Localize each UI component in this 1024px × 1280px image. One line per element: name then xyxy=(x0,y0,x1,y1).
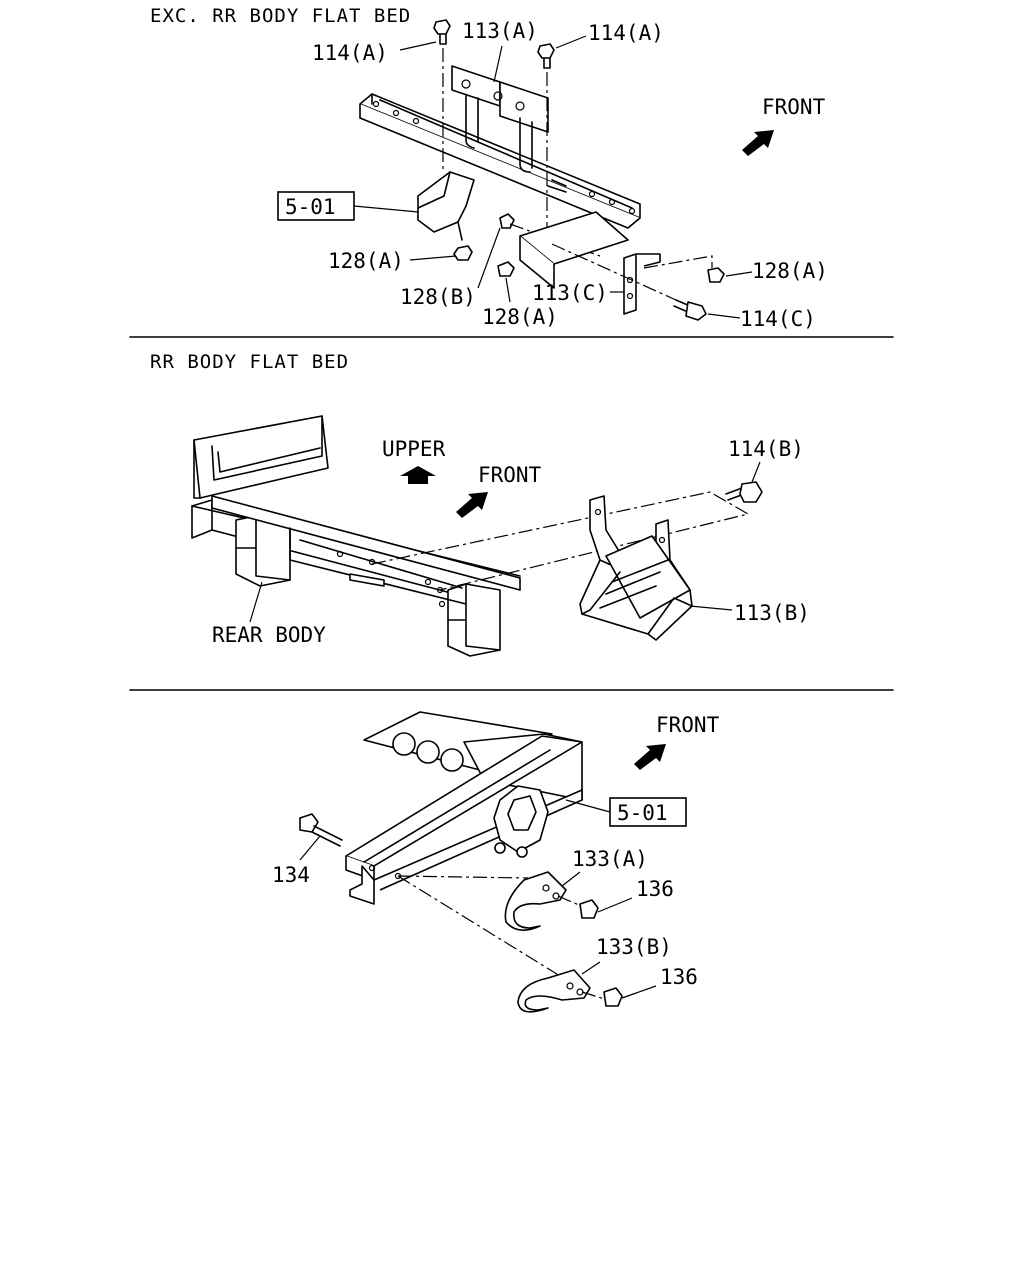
tow-hook-133b xyxy=(517,969,609,1013)
label-114a-left: 114(A) xyxy=(312,41,388,65)
frame-rail-2 xyxy=(211,495,521,608)
upper-label: UPPER xyxy=(382,437,446,461)
upper-arrow-icon xyxy=(400,466,436,484)
ref-label-bottom: 5-01 xyxy=(617,801,668,825)
bolt-114a-right xyxy=(537,43,555,230)
step-113b xyxy=(579,495,693,641)
nut-128a-2 xyxy=(497,261,515,277)
front-label-2: FRONT xyxy=(478,463,542,487)
bolt-134 xyxy=(299,813,343,847)
bolt-114b xyxy=(725,481,763,503)
label-113a: 113(A) xyxy=(462,19,538,43)
label-114c: 114(C) xyxy=(740,307,816,331)
bracket-5-01 xyxy=(417,171,475,241)
label-136-2: 136 xyxy=(660,965,698,989)
section-title-1: EXC. RR BODY FLAT BED xyxy=(150,5,411,27)
reference-box-5-01-top: 5-01 xyxy=(277,191,419,221)
bracket-113a xyxy=(451,65,549,173)
label-113b: 113(B) xyxy=(734,601,810,625)
front-arrow-icon xyxy=(742,130,774,156)
label-134: 134 xyxy=(272,863,310,887)
nut-128a-3 xyxy=(643,255,725,283)
label-128b: 128(B) xyxy=(400,285,476,309)
section-rr-body-flat-bed: RR BODY FLAT BED xyxy=(150,351,810,657)
bracket-113c xyxy=(519,211,677,315)
label-rear-body: REAR BODY xyxy=(212,623,326,647)
reference-box-5-01-bottom: 5-01 xyxy=(565,797,687,827)
front-arrow-icon xyxy=(456,492,488,518)
label-133a: 133(A) xyxy=(572,847,648,871)
label-128a-2: 128(A) xyxy=(482,305,558,329)
label-136-1: 136 xyxy=(636,877,674,901)
ref-label-top: 5-01 xyxy=(285,195,336,219)
nut-128a-1 xyxy=(453,245,473,261)
label-114a-right: 114(A) xyxy=(588,21,664,45)
bolt-114c xyxy=(673,299,707,321)
rear-body xyxy=(191,415,521,657)
section-tow-hooks: 5-01 FRONT 134 133(A) 136 133(B) 136 xyxy=(272,711,720,1013)
label-128a-3: 128(A) xyxy=(752,259,828,283)
front-label-3: FRONT xyxy=(656,713,720,737)
nut-136-2 xyxy=(603,987,623,1007)
label-114b: 114(B) xyxy=(728,437,804,461)
tow-hook-housing xyxy=(493,785,549,858)
frame-rail-1 xyxy=(359,93,641,229)
label-128a-1: 128(A) xyxy=(328,249,404,273)
bolt-114a-left xyxy=(433,19,451,170)
section-exc-rr-body-flat-bed: EXC. RR BODY FLAT BED xyxy=(150,5,828,331)
front-label-1: FRONT xyxy=(762,95,826,119)
section-title-2: RR BODY FLAT BED xyxy=(150,351,349,373)
nut-136-1 xyxy=(579,899,599,919)
tow-hook-133a xyxy=(504,871,587,931)
front-arrow-icon xyxy=(634,744,666,770)
label-133b: 133(B) xyxy=(596,935,672,959)
label-113c: 113(C) xyxy=(532,281,608,305)
